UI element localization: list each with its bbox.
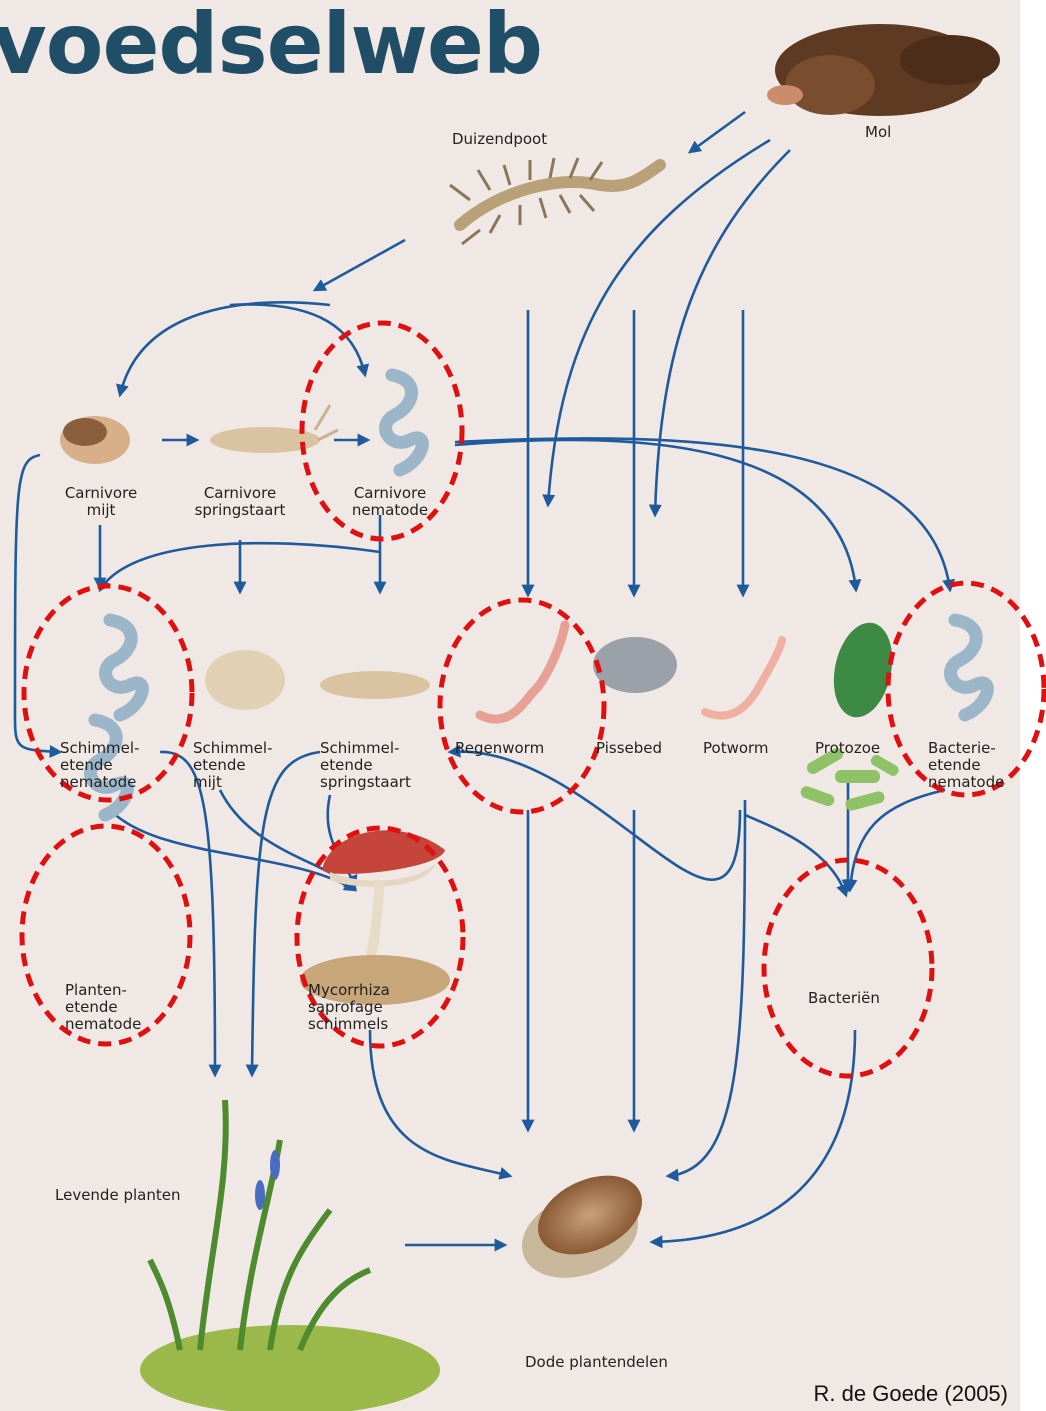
arrow-mycorrhiza-dode bbox=[370, 1030, 510, 1176]
arrow-potworm-dode bbox=[668, 800, 745, 1176]
arrow-mol-pissebed bbox=[655, 150, 790, 515]
arrow-mol-duizendpoot bbox=[690, 112, 745, 152]
label-regenworm: Regenworm bbox=[455, 740, 544, 757]
arrow-potworm-mycorrhiza bbox=[450, 752, 740, 880]
dead-leaves-illustration bbox=[510, 1160, 655, 1293]
label-dode-plantendelen: Dode plantendelen bbox=[525, 1354, 668, 1371]
woodlouse-illustration bbox=[593, 637, 677, 693]
protozoa-illustration bbox=[826, 617, 901, 723]
arrow-bacterien-dode bbox=[652, 1030, 855, 1242]
arrow-to-carnivore-nematode bbox=[230, 304, 365, 375]
label-pissebed: Pissebed bbox=[596, 740, 662, 757]
label-mol: Mol bbox=[865, 124, 891, 141]
earthworm-illustration bbox=[480, 625, 565, 719]
arrow-to-carnivore-mijt bbox=[120, 302, 330, 395]
arrow-duizendpoot-predators bbox=[315, 240, 405, 290]
highlight-bacterien bbox=[764, 860, 932, 1076]
label-bacterien: Bacteriën bbox=[808, 990, 880, 1007]
fungal-springtail-illustration bbox=[320, 671, 430, 699]
arrow-schimmel-nematode-mycorrhiza bbox=[110, 810, 355, 890]
carnivore-nematode-illustration bbox=[386, 375, 423, 470]
living-plants-illustration bbox=[140, 1100, 440, 1411]
arrow-left-to-planten-nematode bbox=[15, 455, 60, 752]
arrow-planten-nematode-planten bbox=[160, 752, 215, 1075]
carnivore-springtail-illustration bbox=[210, 405, 338, 453]
schimmel-nematode-illustration bbox=[106, 620, 143, 715]
centipede-illustration bbox=[450, 158, 660, 244]
organisms bbox=[60, 24, 1000, 1411]
mole-illustration bbox=[767, 24, 1000, 116]
label-levende-planten: Levende planten bbox=[55, 1187, 180, 1204]
potworm-illustration bbox=[705, 640, 782, 716]
carnivore-mite-illustration bbox=[60, 416, 130, 464]
food-web-arrows bbox=[15, 112, 950, 1245]
fungal-mite-illustration bbox=[205, 650, 285, 710]
arrow-potworm-bacterien bbox=[745, 815, 846, 895]
source-credit: R. de Goede (2005) bbox=[814, 1381, 1008, 1407]
bacterie-nematode-illustration bbox=[951, 620, 988, 715]
label-protozoe: Protozoe bbox=[815, 740, 880, 757]
highlight-circles bbox=[22, 323, 1044, 1076]
label-duizendpoot: Duizendpoot bbox=[452, 131, 547, 148]
label-potworm: Potworm bbox=[703, 740, 769, 757]
